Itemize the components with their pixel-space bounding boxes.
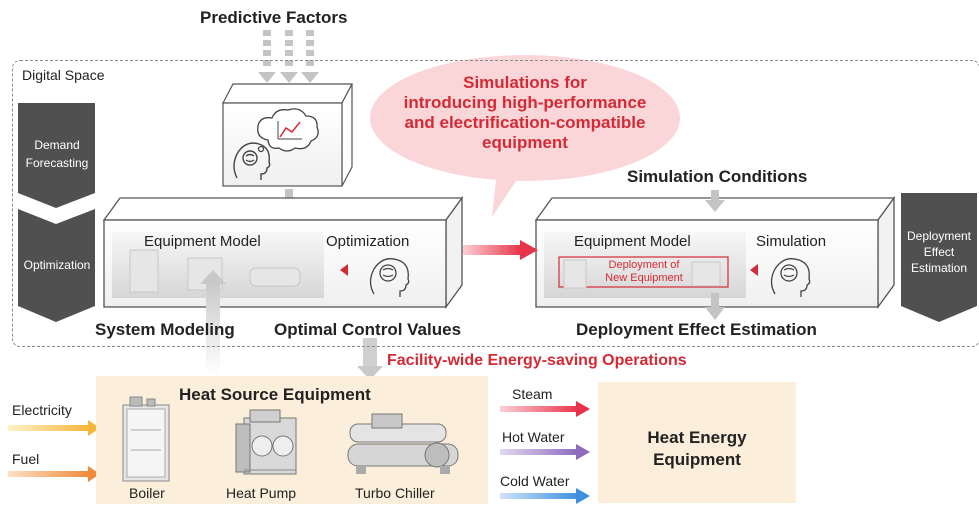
right-chevron-line-2: Effect [923,245,955,259]
right-feedback-triangle [750,264,758,276]
system-modeling-label: System Modeling [95,320,235,339]
heat-energy-equipment-label: Heat Energy Equipment [598,427,796,471]
bubble-line-2: introducing high-performance [403,93,647,112]
left-brain-head-icon [369,258,410,297]
deployment-line-2: New Equipment [605,272,683,284]
digital-space-frame [12,60,979,347]
system-modeling-arrow [200,270,226,374]
predictive-factors-arrows [258,30,319,83]
heat-pump-label: Heat Pump [226,485,297,501]
bubble-line-4: equipment [482,133,568,152]
bubble-line-3: and electrification-compatible [404,113,646,132]
bubble-line-1: Simulations for [463,73,587,92]
right-equipment-model-label: Equipment Model [574,233,691,250]
optimal-control-values-label: Optimal Control Values [274,320,462,339]
cold-water-label: Cold Water [500,473,570,489]
turbo-chiller-label: Turbo Chiller [355,485,435,501]
digital-space-label: Digital Space [22,67,105,83]
simulation-label: Simulation [756,233,827,250]
right-chevron-line-1: Deployment [906,229,972,243]
facility-wide-label: Facility-wide Energy-saving Operations [387,352,687,369]
demand-forecasting-label: Demand Forecasting [18,136,96,172]
left-optimization-chevron-label: Optimization [23,258,91,272]
right-panel-equipment-sketch [563,259,721,289]
thought-cloud-chart-icon [257,108,319,153]
steam-arrow [500,401,590,417]
demand-line-1: Demand [34,138,80,152]
fuel-arrow [8,466,100,482]
arrow-conditions-down [705,190,725,212]
electricity-label: Electricity [12,402,72,418]
demand-line-2: Forecasting [25,156,89,170]
heat-energy-line-2: Equipment [653,450,741,469]
simulation-bubble [370,55,680,217]
hot-water-arrow [500,444,590,460]
right-process-chevron [901,193,977,322]
deployment-new-equipment-label: Deployment of New Equipment [560,259,728,285]
heat-energy-box [598,382,796,503]
cold-water-arrow [500,488,590,504]
right-brain-head-icon [770,258,811,297]
arrow-to-deployment-estimation [705,293,725,320]
left-optimization-label: Optimization [326,233,410,250]
hot-water-label: Hot Water [502,429,565,445]
right-chevron-line-3: Estimation [910,261,968,275]
left-feedback-triangle [340,264,348,276]
left-process-chevrons [18,103,95,322]
brain-head-icon [233,142,271,180]
boiler-label: Boiler [129,485,165,501]
left-panel-equipment-sketch [129,249,301,293]
electricity-arrow [8,420,100,436]
simulation-conditions-label: Simulation Conditions [627,167,808,186]
deployment-line-1: Deployment of [608,259,680,271]
heat-energy-line-1: Heat Energy [647,428,747,447]
deployment-effect-estimation-label: Deployment Effect Estimation [576,320,817,339]
heat-source-title: Heat Source Equipment [179,385,371,404]
left-equipment-model-label: Equipment Model [144,233,261,250]
bubble-text: Simulations for introducing high-perform… [370,73,680,153]
predictive-factors-label: Predictive Factors [200,8,348,27]
transfer-arrow [463,240,538,260]
fuel-label: Fuel [12,451,40,467]
deployment-highlight-box [558,256,729,288]
steam-label: Steam [512,386,553,402]
deployment-effect-chevron-label: Deployment Effect Estimation [901,228,977,276]
optimal-control-arrow [357,338,383,380]
